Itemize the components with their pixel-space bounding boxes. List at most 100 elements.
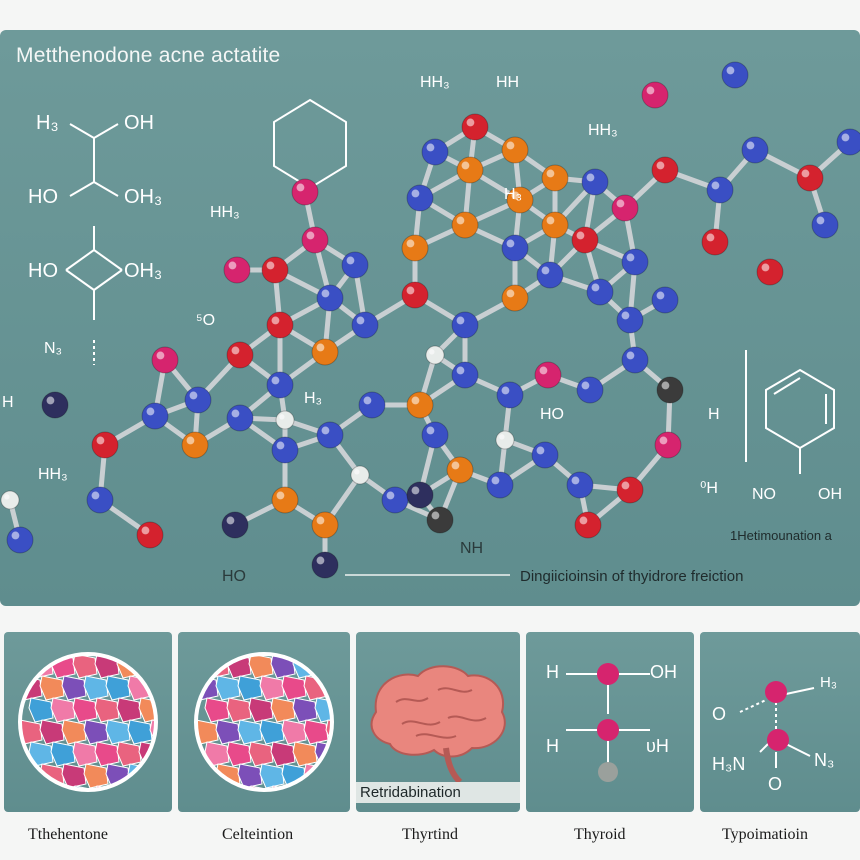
thumbnail-thyroid-structure[interactable]: H OH H υH (526, 632, 694, 812)
crystal-cell (226, 741, 252, 767)
atom (706, 176, 734, 204)
atom-highlight (426, 426, 435, 435)
crystal-cell (292, 697, 318, 723)
atom (534, 361, 562, 389)
atom-highlight (4, 494, 10, 500)
crystal-cell (138, 785, 156, 790)
label-h-left: H (2, 394, 14, 411)
label-ho-low: HO (28, 260, 58, 282)
atom (651, 286, 679, 314)
crystal-cell (215, 719, 241, 745)
atom (501, 234, 529, 262)
crystal-cell (215, 675, 241, 701)
atom (616, 476, 644, 504)
crystal-cell (72, 654, 98, 679)
atom (531, 441, 559, 469)
atom (316, 284, 344, 312)
atom-highlight (406, 239, 415, 248)
atom (381, 486, 409, 514)
label-oh3-mid: OH₃ (124, 186, 163, 208)
atom-highlight (186, 436, 195, 445)
crystal-cell (127, 719, 153, 745)
atom (456, 156, 484, 184)
crystal-cell (270, 741, 296, 767)
atom (656, 376, 684, 404)
crystal-cell (72, 741, 98, 767)
atom-highlight (266, 261, 275, 270)
crystal-cell (61, 719, 87, 745)
atom-highlight (276, 491, 285, 500)
atom (401, 234, 429, 262)
atom (271, 436, 299, 464)
crystal-cell (248, 741, 274, 767)
atom-highlight (536, 446, 545, 455)
thumbnail-typoimation-structure[interactable]: O H₃ H₃N N₃ O (700, 632, 860, 812)
atom (6, 526, 34, 554)
crystal-cell (39, 675, 65, 701)
crystal-border (194, 652, 334, 792)
atom (574, 511, 602, 539)
atom-highlight (11, 531, 20, 540)
atom (611, 194, 639, 222)
crystal-cell (116, 785, 142, 790)
atom-highlight (406, 286, 415, 295)
thyroid-label-h2: H (546, 736, 559, 756)
atom (311, 551, 339, 579)
thumbnail-crystal-1[interactable] (4, 632, 172, 812)
atom (301, 226, 329, 254)
atom (311, 338, 339, 366)
atom (261, 256, 289, 284)
atom-highlight (726, 66, 735, 75)
atom-highlight (706, 233, 715, 242)
crystal-cell (325, 719, 332, 745)
crystal-cell (204, 697, 230, 723)
thumbnail-crystal-2[interactable] (178, 632, 350, 812)
atom-highlight (581, 381, 590, 390)
label-hh-e: HH₃ (38, 466, 68, 483)
crystal-cell (116, 741, 142, 767)
thumbnail-caption-4: Thyroid (574, 826, 626, 843)
atom-highlight (461, 161, 470, 170)
atom (541, 211, 569, 239)
crystal-cell (237, 675, 263, 701)
atom (406, 481, 434, 509)
atom (756, 258, 784, 286)
crystal-cell (303, 719, 329, 745)
atom (341, 251, 369, 279)
atom (91, 431, 119, 459)
label-h3-top: H₃ (36, 112, 59, 134)
thumbnail-brain[interactable]: Retridabination (356, 632, 520, 812)
atom (266, 371, 294, 399)
atom (226, 341, 254, 369)
typo-label-o: O (712, 704, 727, 724)
atom-highlight (576, 231, 585, 240)
atom-highlight (276, 441, 285, 450)
atom-highlight (271, 376, 280, 385)
atom-highlight (231, 346, 240, 355)
atom-highlight (316, 343, 325, 352)
atom-highlight (621, 481, 630, 490)
thyroid-label-oh1: OH (650, 662, 677, 682)
crystal-cell (149, 675, 156, 701)
atom (451, 311, 479, 339)
crystal-cell (61, 675, 87, 701)
atom-highlight (306, 231, 315, 240)
crystal-cell (281, 675, 307, 701)
crystal-cell (83, 719, 109, 745)
typoimation-structure-drawing (739, 681, 815, 768)
atom (351, 311, 379, 339)
main-diagram-panel (0, 30, 860, 606)
atom (421, 138, 449, 166)
atom (501, 284, 529, 312)
atom (581, 168, 609, 196)
label-hh-a: HH₃ (420, 74, 450, 91)
atom-highlight (506, 141, 515, 150)
atom (566, 471, 594, 499)
atom-highlight (156, 351, 165, 360)
atom (654, 431, 682, 459)
crystal-cell (281, 719, 307, 745)
atom-highlight (546, 216, 555, 225)
typo-label-n2: N₃ (814, 750, 835, 770)
atom (811, 211, 839, 239)
crystal-cell (204, 785, 230, 790)
